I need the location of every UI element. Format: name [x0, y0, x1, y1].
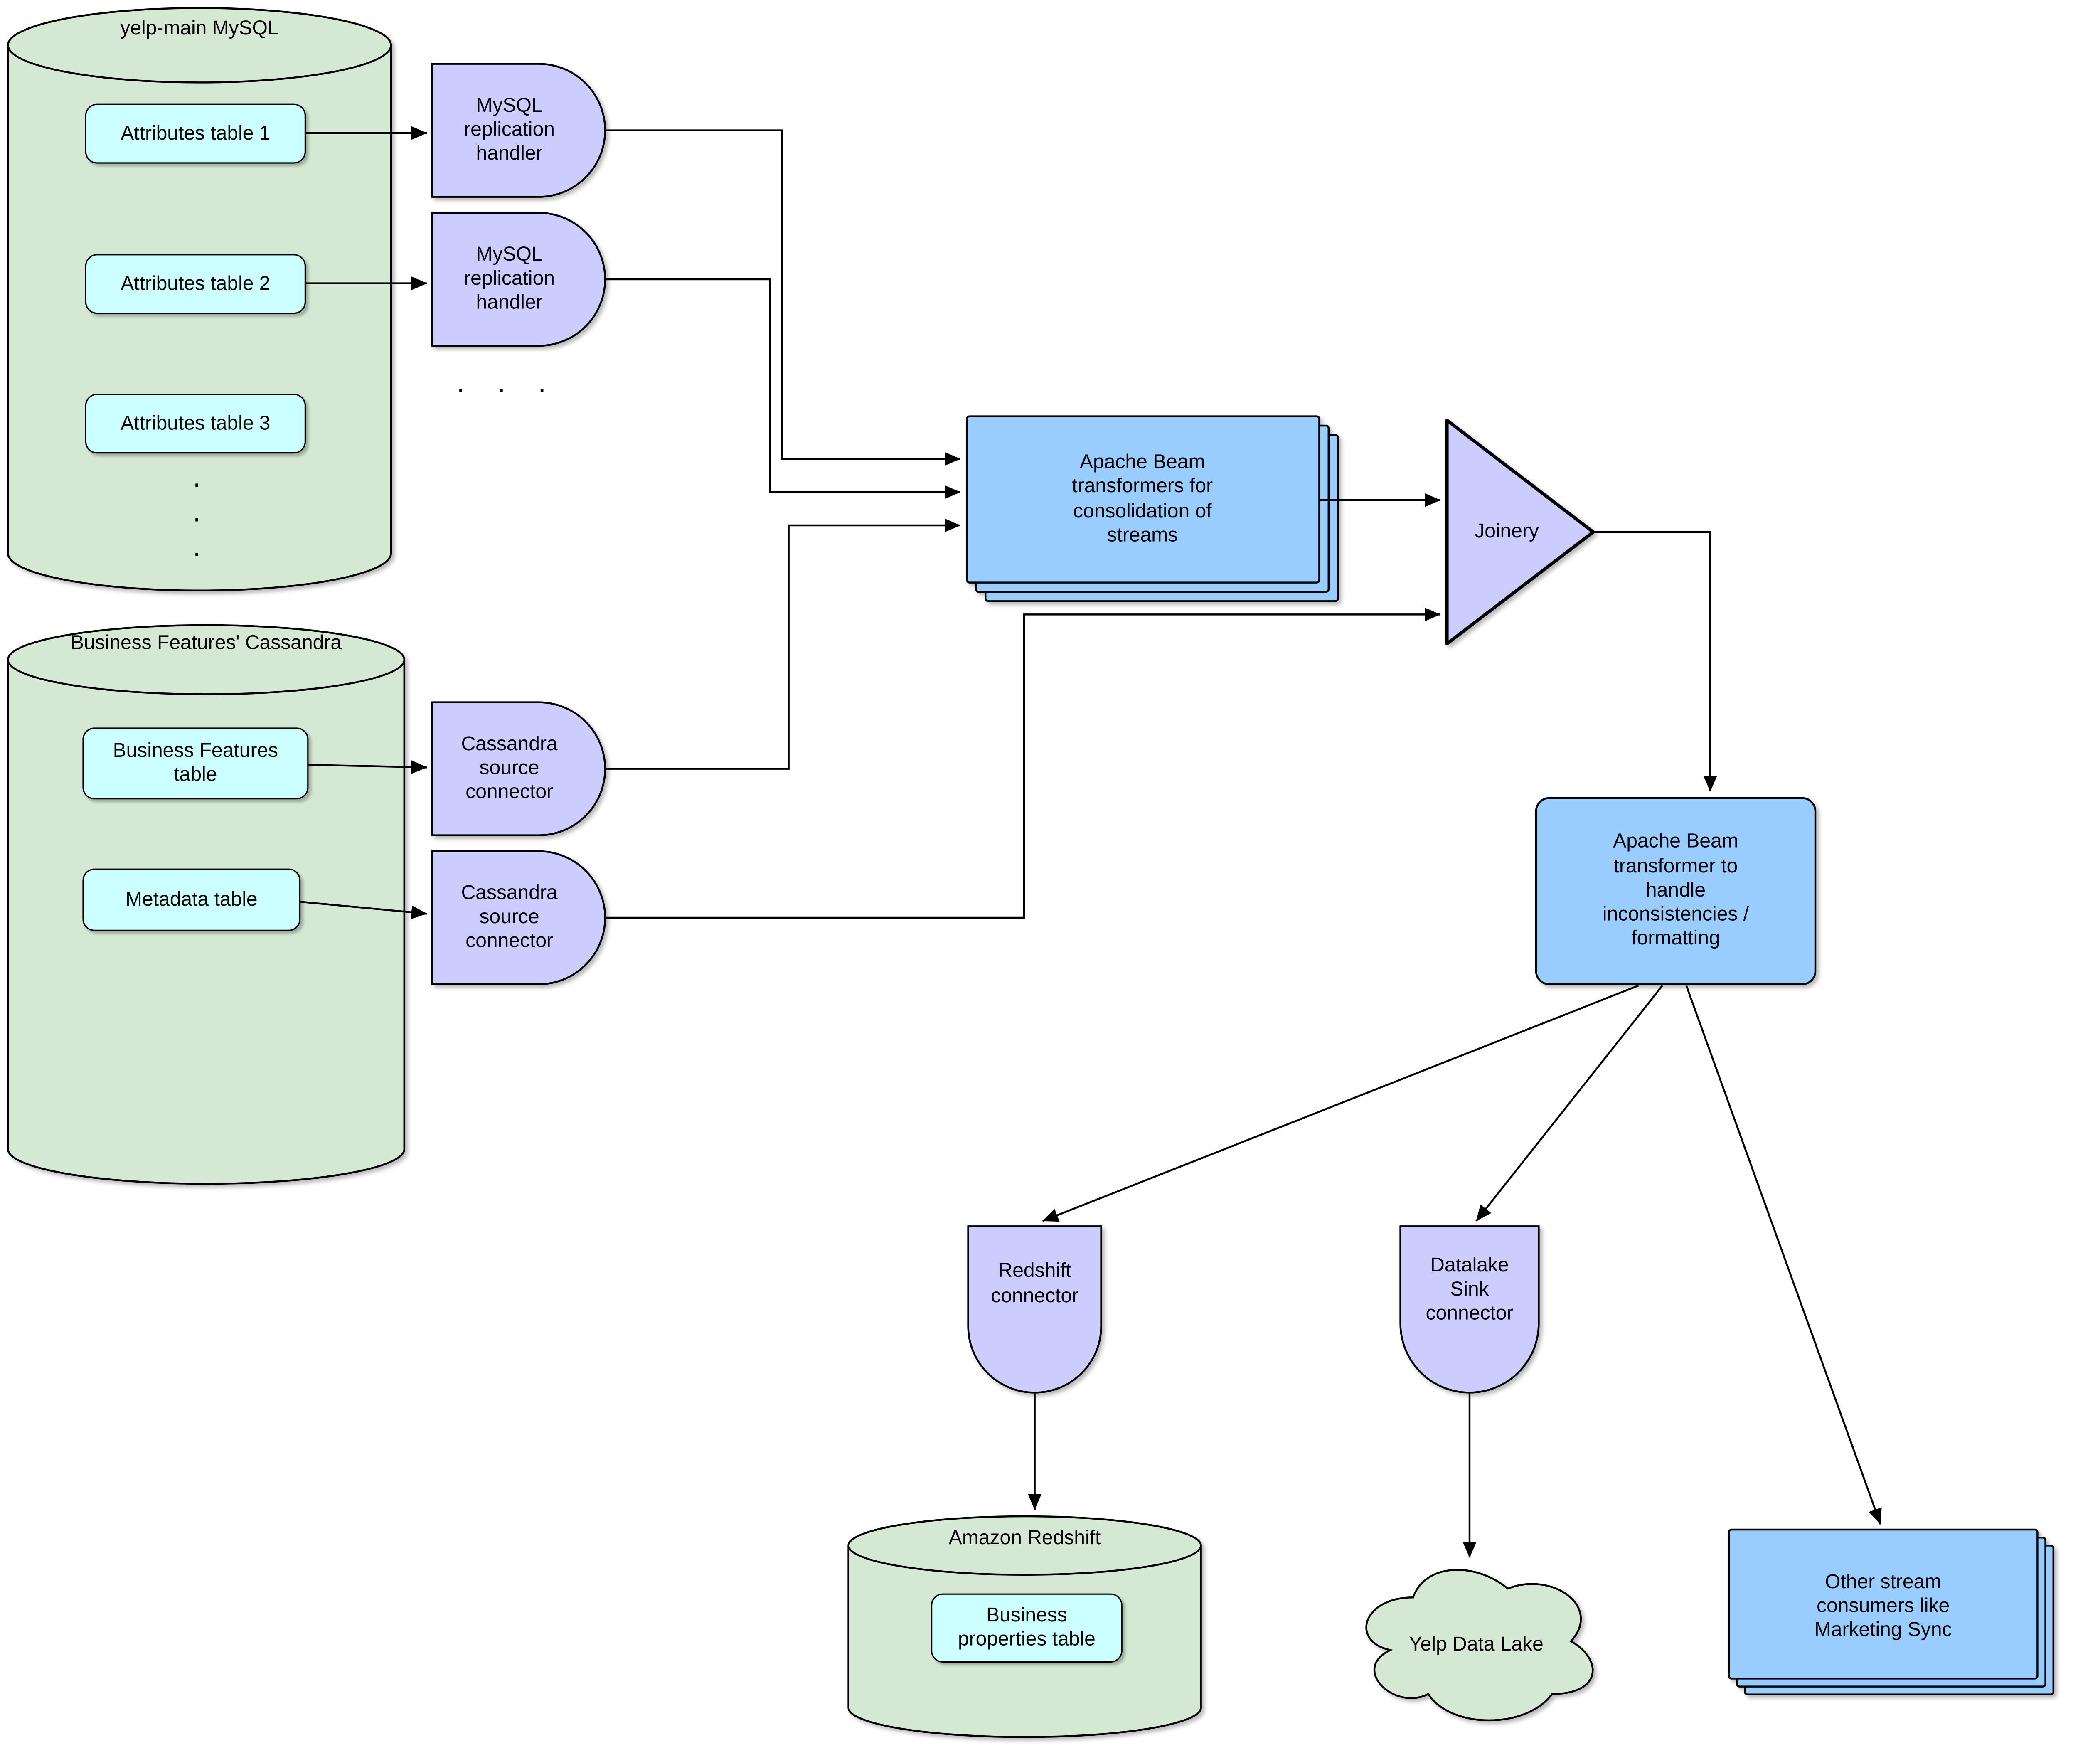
edge-bf-table-to-cass-connector-1 [308, 760, 428, 774]
other-consumers-label: Other stream consumers like Marketing Sy… [1814, 1570, 1952, 1642]
edge-handler-1-to-beam-consolidation [605, 129, 961, 466]
attributes-table-1-node: Attributes table 1 [85, 103, 306, 164]
edge-metadata-table-to-cass-connector-2 [300, 901, 428, 919]
mysql-replication-handler-2-label: MySQL replication handler [464, 243, 555, 314]
amazon-redshift-title: Amazon Redshift [948, 1527, 1101, 1550]
mysql-replication-handler-1-label: MySQL replication handler [464, 94, 555, 165]
cassandra-source-connector-2-shape [431, 850, 606, 985]
attributes-table-3-node: Attributes table 3 [85, 394, 306, 454]
beam-formatting-label: Apache Beam transformer to handle incons… [1602, 830, 1749, 951]
beam-consolidation-stack [966, 415, 1339, 602]
metadata-table-node: Metadata table [82, 868, 301, 931]
edge-beam-formatting-to-other-consumers [1685, 985, 1882, 1525]
mysql-more-tables-ellipsis: . . . [192, 460, 201, 563]
mysql-replication-handler-1-shape [431, 63, 606, 198]
redshift-connector-label: Redshift connector [991, 1260, 1078, 1307]
edge-joinery-to-beam-formatting [1593, 531, 1717, 792]
edge-beam-formatting-to-redshift-connector [1042, 985, 1639, 1222]
datalake-connector-shape [1399, 1225, 1540, 1394]
redshift-connector-shape [967, 1225, 1102, 1394]
cassandra-source-connector-1-shape [431, 701, 606, 836]
datalake-connector-label: Datalake Sink connector [1426, 1254, 1514, 1325]
edge-handler-2-to-beam-consolidation [605, 278, 961, 499]
handlers-more-ellipsis: . . . [456, 366, 546, 399]
edge-cass-connector-1-to-beam-consolidation [605, 518, 961, 770]
edge-cass-connector-2-to-joinery [605, 607, 1441, 919]
attributes-table-2-node: Attributes table 2 [85, 254, 306, 314]
mysql-db-title: yelp-main MySQL [120, 17, 279, 40]
cassandra-source-connector-1-label: Cassandra source connector [461, 732, 558, 804]
cassandra-db-title: Business Features' Cassandra [70, 631, 342, 654]
business-features-table-node: Business Features table [82, 727, 309, 800]
edge-beam-formatting-to-datalake-connector [1475, 985, 1663, 1222]
cassandra-source-connector-2-label: Cassandra source connector [461, 881, 558, 953]
business-properties-table-node: Business properties table [931, 1593, 1123, 1663]
joinery-label: Joinery [1475, 520, 1539, 543]
yelp-data-lake-cloud [1365, 1569, 1594, 1722]
beam-formatting-box [1535, 797, 1817, 985]
mysql-replication-handler-2-shape [431, 212, 606, 347]
yelp-data-lake-label: Yelp Data Lake [1409, 1633, 1544, 1656]
other-consumers-stack [1728, 1528, 2055, 1696]
beam-consolidation-label: Apache Beam transformers for consolidati… [1072, 451, 1213, 547]
joinery-triangle [1445, 419, 1595, 645]
